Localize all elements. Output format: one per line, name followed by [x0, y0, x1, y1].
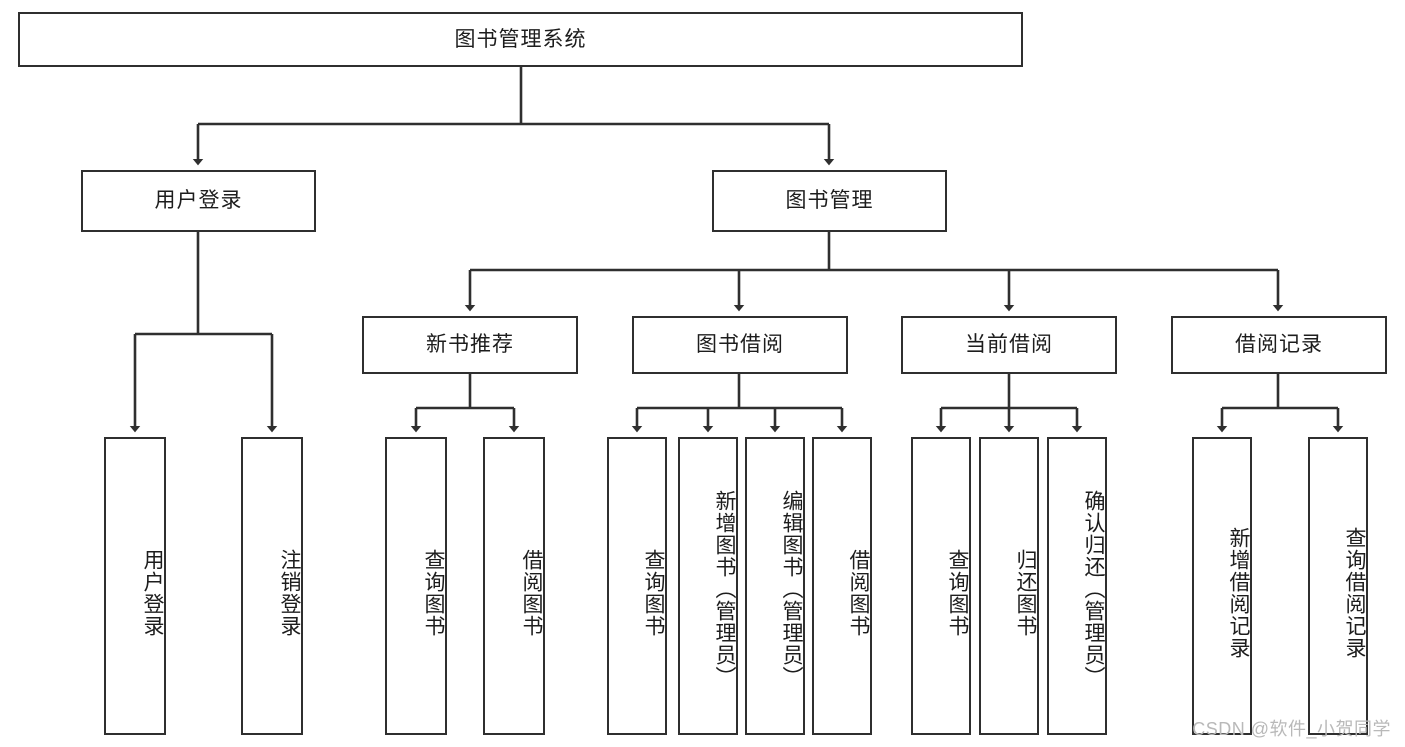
leaf-book-borrow-add-book-admin[interactable]: 新增图书（管理员） [678, 437, 738, 735]
node-label: 当前借阅 [965, 333, 1053, 357]
watermark-text: CSDN @软件_小贺同学 [1192, 719, 1391, 739]
leaf-current-borrow-confirm-return-admin[interactable]: 确认归还（管理员） [1047, 437, 1107, 735]
leaf-new-book-query-book[interactable]: 查询图书 [385, 437, 447, 735]
node-label: 查询借阅记录 [1343, 527, 1366, 659]
node-label: 借阅图书 [520, 549, 543, 637]
leaf-book-borrow-query-book[interactable]: 查询图书 [607, 437, 667, 735]
leaf-user-login-login[interactable]: 用户登录 [104, 437, 166, 735]
node-label: 注销登录 [278, 549, 301, 637]
node-label: 图书管理系统 [454, 27, 587, 51]
leaf-borrow-record-query-record[interactable]: 查询借阅记录 [1308, 437, 1368, 735]
leaf-book-borrow-borrow-book[interactable]: 借阅图书 [812, 437, 872, 735]
leaf-new-book-borrow-book[interactable]: 借阅图书 [483, 437, 545, 735]
node-label: 归还图书 [1014, 549, 1037, 637]
leaf-book-borrow-edit-book-admin[interactable]: 编辑图书（管理员） [745, 437, 805, 735]
node-user-login[interactable]: 用户登录 [81, 170, 316, 232]
leaf-current-borrow-return-book[interactable]: 归还图书 [979, 437, 1039, 735]
node-label: 借阅记录 [1235, 333, 1323, 357]
node-book-borrow[interactable]: 图书借阅 [632, 316, 848, 374]
leaf-borrow-record-add-record[interactable]: 新增借阅记录 [1192, 437, 1252, 735]
leaf-current-borrow-query-book[interactable]: 查询图书 [911, 437, 971, 735]
node-root-book-management-system[interactable]: 图书管理系统 [18, 12, 1023, 67]
node-label: 图书管理 [785, 189, 874, 213]
node-label: 确认归还（管理员） [1082, 490, 1105, 688]
node-label: 新增图书（管理员） [713, 490, 736, 688]
node-label: 查询图书 [642, 549, 665, 637]
node-label: 用户登录 [141, 549, 164, 637]
node-label: 查询图书 [422, 549, 445, 637]
node-label: 编辑图书（管理员） [780, 490, 803, 688]
node-borrow-record[interactable]: 借阅记录 [1171, 316, 1387, 374]
node-label: 查询图书 [946, 549, 969, 637]
node-book-management[interactable]: 图书管理 [712, 170, 947, 232]
node-new-book-recommend[interactable]: 新书推荐 [362, 316, 578, 374]
node-current-borrow[interactable]: 当前借阅 [901, 316, 1117, 374]
leaf-user-login-logout[interactable]: 注销登录 [241, 437, 303, 735]
node-label: 图书借阅 [696, 333, 784, 357]
node-label: 新书推荐 [426, 333, 514, 357]
node-label: 借阅图书 [847, 549, 870, 637]
node-label: 用户登录 [154, 189, 243, 213]
node-label: 新增借阅记录 [1227, 527, 1250, 659]
